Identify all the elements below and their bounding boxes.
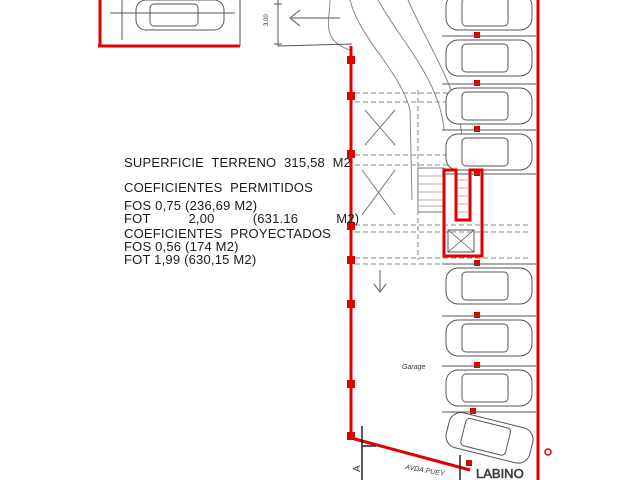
car — [445, 39, 533, 77]
stall-dividers — [442, 35, 536, 413]
fos-permitted: FOS 0,75 (236,69 M2) — [124, 198, 258, 213]
car — [445, 369, 533, 407]
fot-permitted: FOT 2,00 (631.16 M2) — [124, 211, 360, 226]
upper-parking — [98, 0, 241, 48]
car — [445, 267, 533, 305]
marker-dot — [544, 448, 552, 456]
car — [445, 319, 533, 357]
void-marks — [361, 109, 396, 216]
coefficient-notes: SUPERFICIE TERRENO 315,58 M2 COEFICIENTE… — [124, 156, 359, 266]
flow-arrows — [289, 9, 387, 293]
parked-cars — [445, 0, 534, 464]
street-label: AVDA.PUEY — [404, 464, 447, 478]
column-marks — [347, 32, 480, 466]
car — [445, 411, 534, 464]
walls — [349, 0, 540, 480]
car — [445, 0, 533, 31]
car — [445, 133, 533, 171]
permitted-title: COEFICIENTES PERMITIDOS — [124, 180, 313, 195]
stair-core — [417, 167, 484, 258]
projected-title: COEFICIENTES PROYECTADOS — [124, 226, 332, 241]
surface-text: SUPERFICIE TERRENO 315,58 M2 — [124, 155, 352, 170]
fos-projected: FOS 0,56 (174 M2) — [124, 239, 239, 254]
section-mark: A — [352, 426, 461, 480]
fot-projected: FOT 1,99 (630,15 M2) — [124, 252, 257, 267]
street-label-2: LABINO — [476, 466, 524, 480]
dimension-line: 3,00 — [264, 0, 282, 46]
garage-label: Garage — [402, 364, 425, 371]
car — [445, 87, 533, 125]
section-mark-label: A — [352, 465, 363, 472]
dimension-label: 3,00 — [264, 14, 270, 26]
